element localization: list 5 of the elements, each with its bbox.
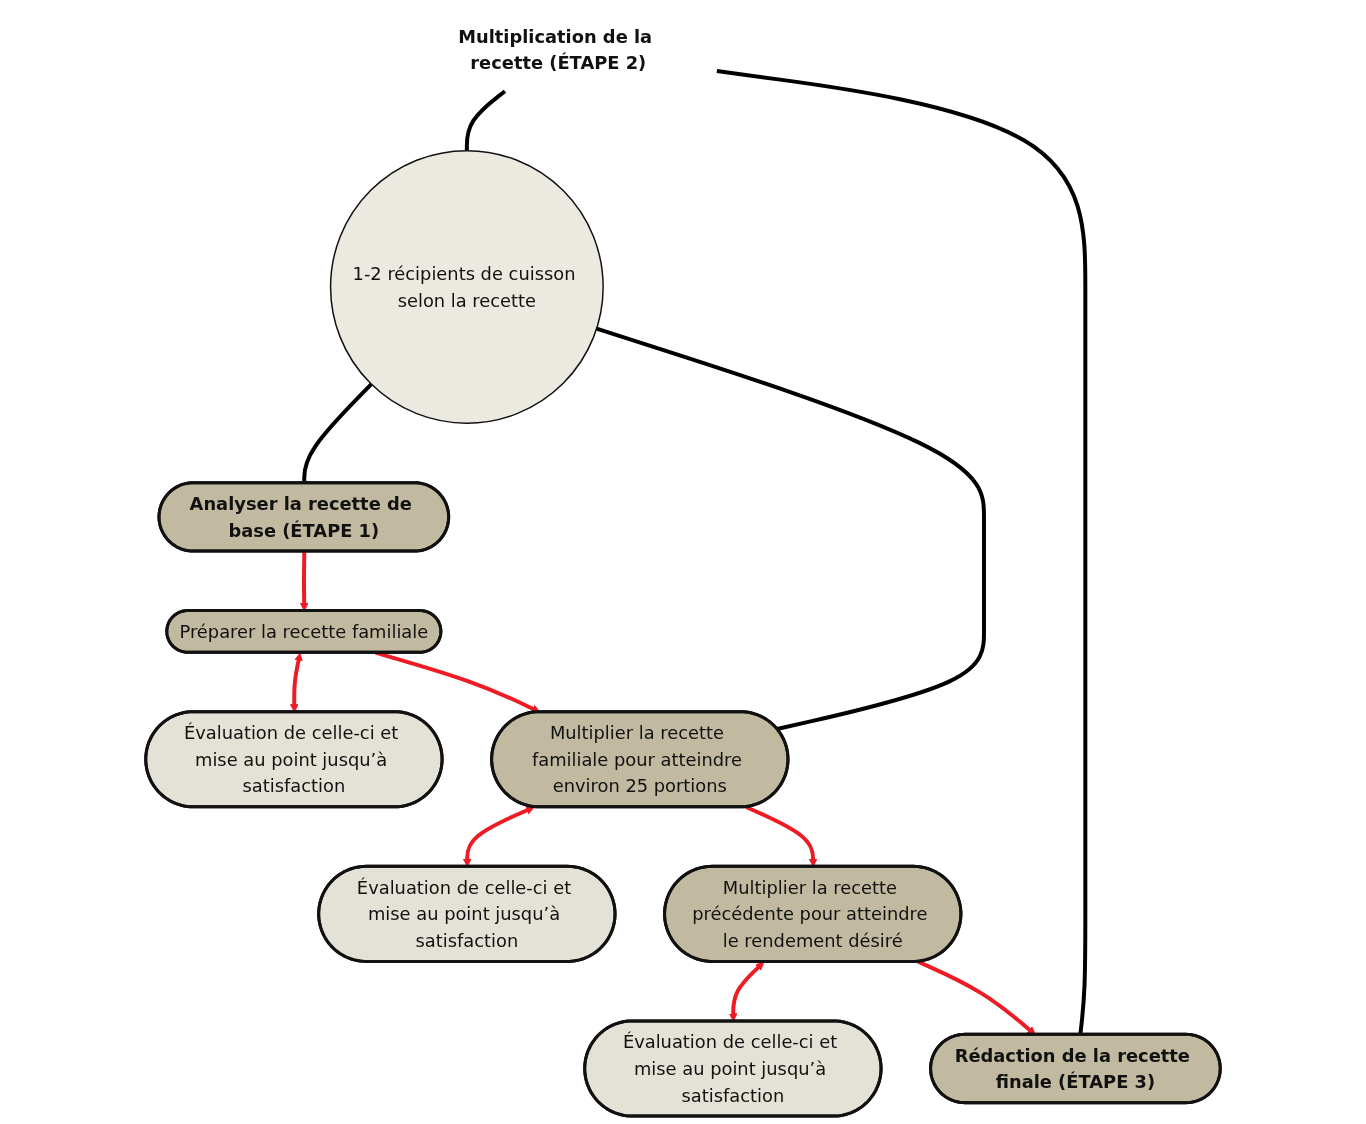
connector: [464, 89, 507, 151]
connector: [596, 326, 986, 731]
connector: [716, 69, 1088, 1035]
node-circle: 1-2 récipients de cuisson selon la recette: [329, 149, 604, 424]
node-text: Multiplication de la recette (ÉTAPE 2): [458, 25, 653, 74]
